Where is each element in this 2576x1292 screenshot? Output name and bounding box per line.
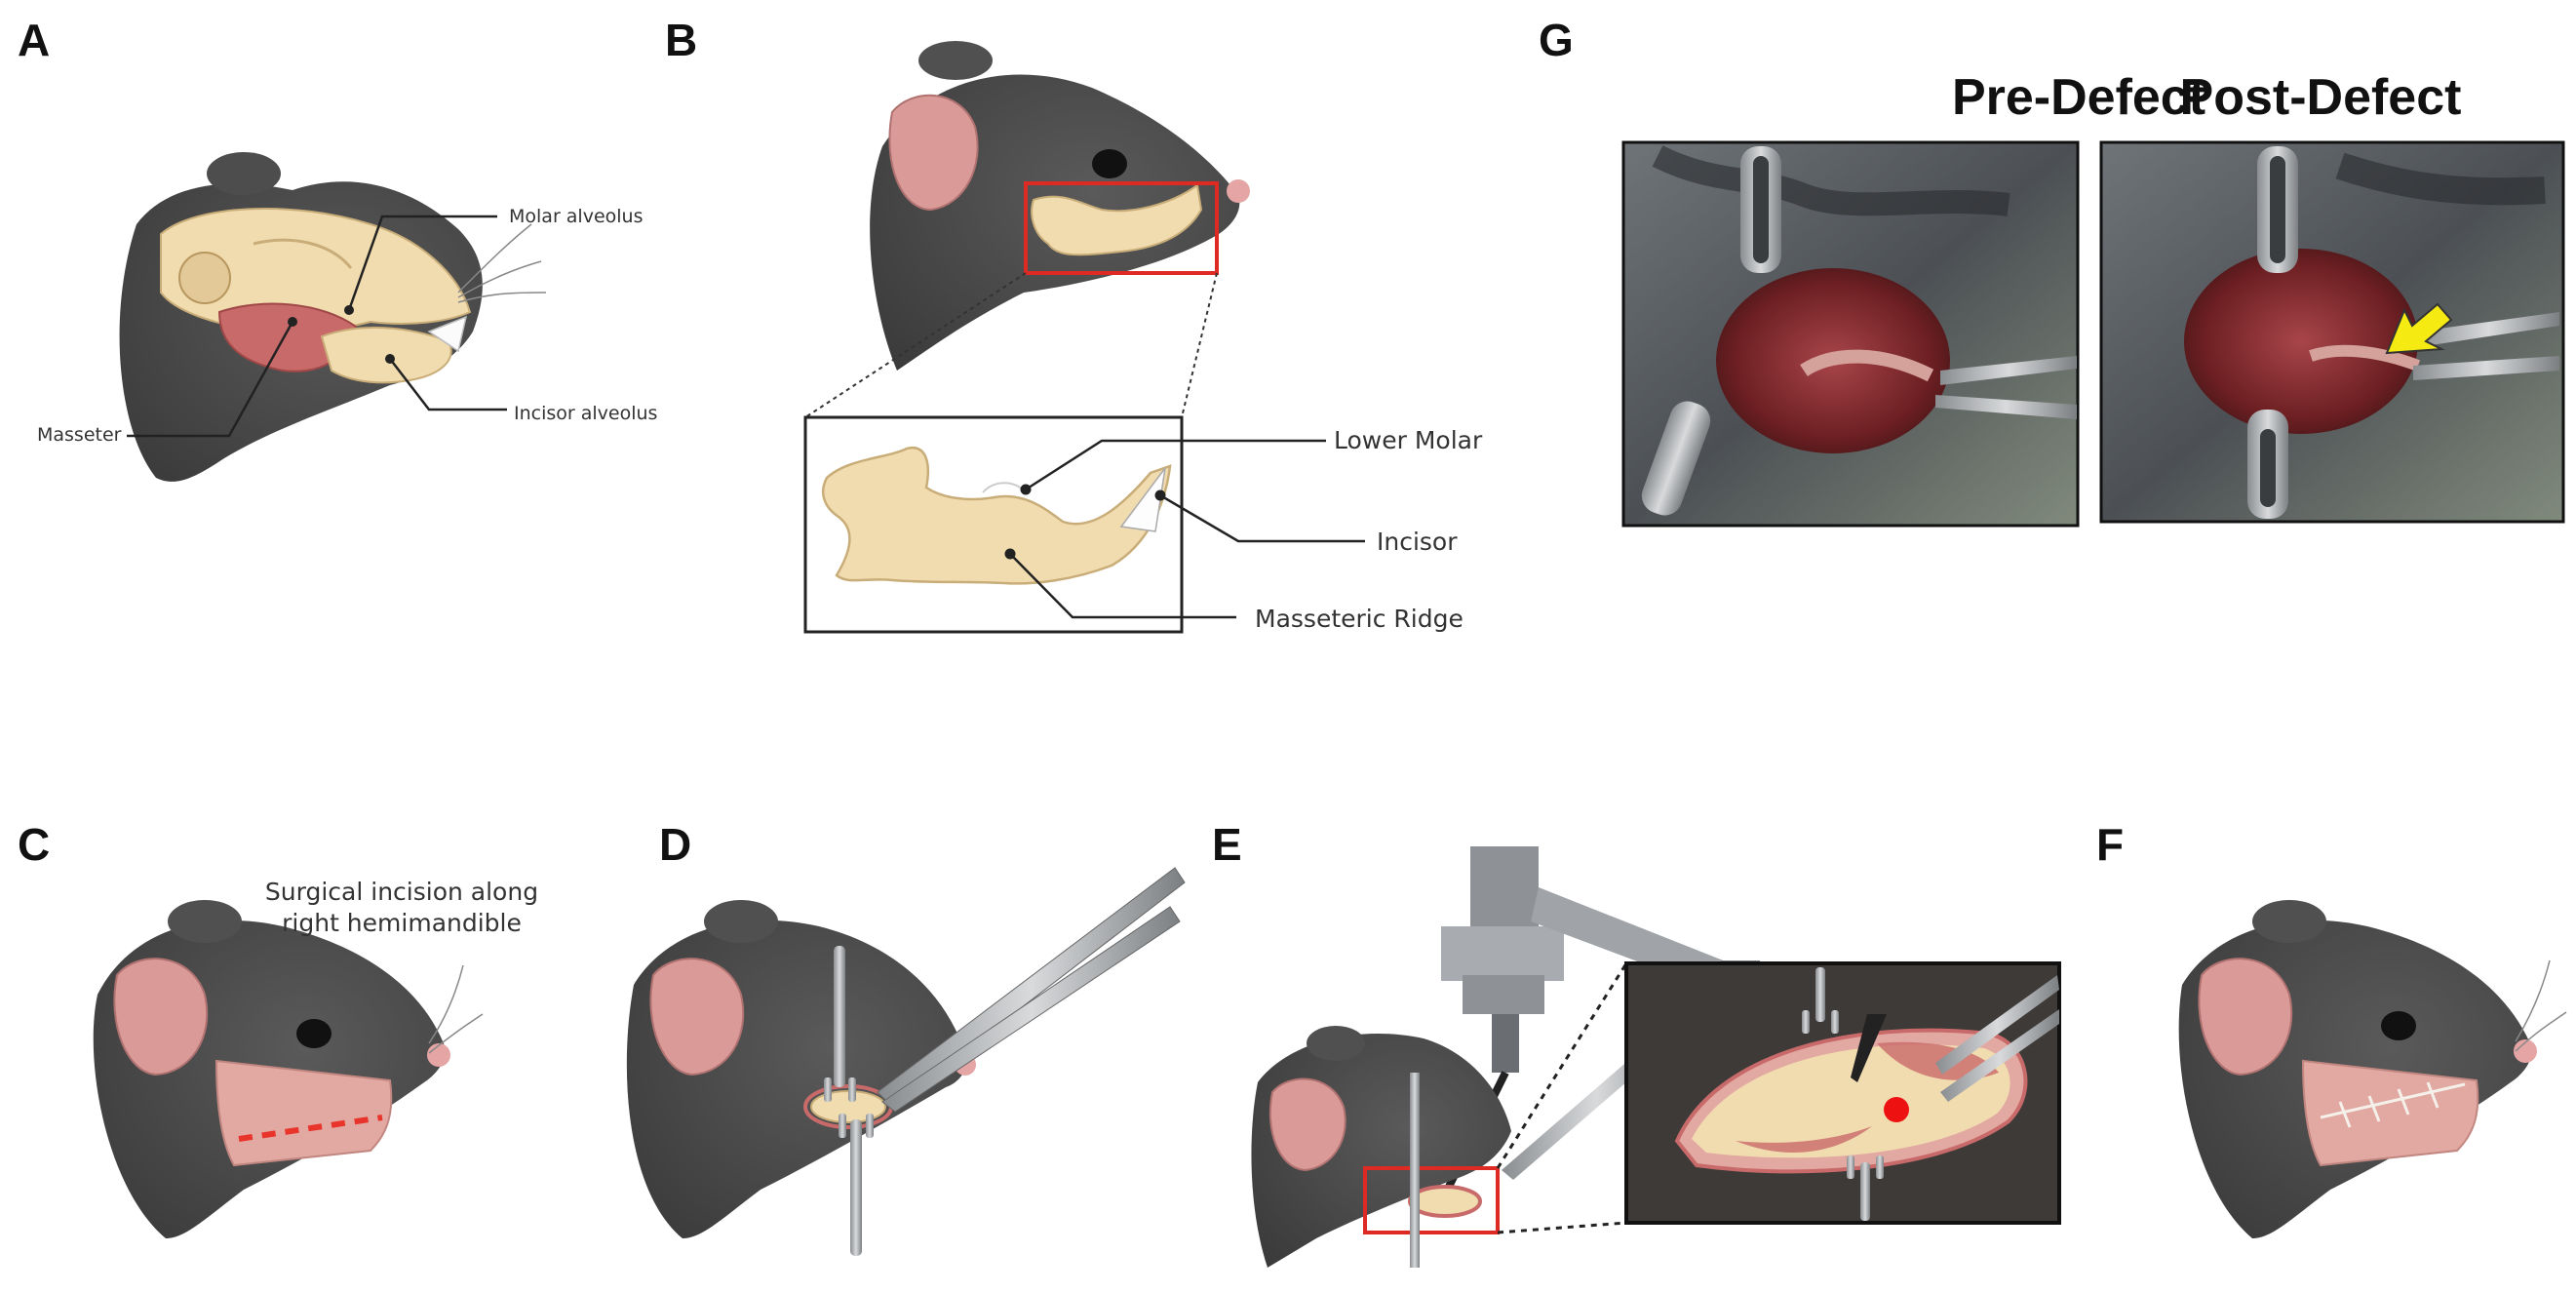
panel-g: G Pre-Defect Post-Defect [1539, 15, 2565, 528]
panel-c: C Surgical incision along right hemimand… [18, 819, 538, 1238]
ear-c [168, 900, 242, 943]
incision-line [238, 1115, 383, 1142]
ear-inner-d [649, 958, 745, 1077]
label-masseteric-ridge: Masseteric Ridge [1255, 605, 1464, 633]
skin-patch-c [215, 1059, 393, 1167]
panel-letter-b: B [665, 15, 697, 65]
pre-defect-photo [1621, 140, 2080, 528]
panel-letter-a: A [18, 15, 50, 65]
panel-a: A Molar alveolus Incisor alveolus Masset… [18, 15, 657, 482]
panel-b: B Lower Molar Incisor Masseteric Ridge [665, 15, 1483, 634]
highlight-box-b [1024, 181, 1219, 275]
label-molar-alveolus: Molar alveolus [509, 206, 644, 227]
defect-site-marker [1884, 1097, 1909, 1122]
panel-letter-e: E [1212, 819, 1242, 870]
panel-letter-f: F [2096, 819, 2124, 870]
panel-letter-d: D [659, 819, 691, 870]
retractor-d-top [824, 946, 856, 1102]
retractor-d-bottom [839, 1114, 874, 1256]
mandible-b-small [1031, 183, 1203, 256]
post-defect-photo [2099, 140, 2565, 524]
incisor-a [427, 315, 468, 353]
sutures [2320, 1081, 2466, 1128]
mandible-a [320, 326, 452, 384]
panel-e: E [1212, 819, 2061, 1268]
caption-line1: Surgical incision along [265, 878, 538, 906]
panel-f: F [2096, 819, 2567, 1238]
ear-f [2252, 900, 2326, 943]
skin-patch-f [2301, 1059, 2479, 1167]
panel-letter-g: G [1539, 15, 1574, 65]
panel-letter-c: C [18, 819, 50, 870]
defect-arrow [2385, 302, 2453, 355]
zoom-box-e [1624, 961, 2061, 1225]
ear-inner-c [113, 958, 209, 1077]
pre-defect-title: Pre-Defect [1952, 69, 2205, 126]
ear-b [918, 41, 993, 80]
label-incisor: Incisor [1377, 528, 1458, 556]
ear-a [207, 152, 281, 195]
label-lower-molar: Lower Molar [1334, 426, 1483, 454]
post-defect-title: Post-Defect [2180, 69, 2462, 126]
panel-d: D [626, 819, 1186, 1256]
highlight-box-e [1363, 1166, 1500, 1234]
caption-line2: right hemimandible [282, 909, 522, 937]
ear-e [1307, 1026, 1365, 1061]
ear-inner-f [2198, 958, 2293, 1077]
label-incisor-alveolus: Incisor alveolus [514, 403, 657, 424]
ear-inner-b [888, 94, 979, 212]
label-masseter: Masseter [37, 424, 122, 446]
ear-d [704, 900, 778, 943]
ear-inner-e [1268, 1077, 1347, 1172]
